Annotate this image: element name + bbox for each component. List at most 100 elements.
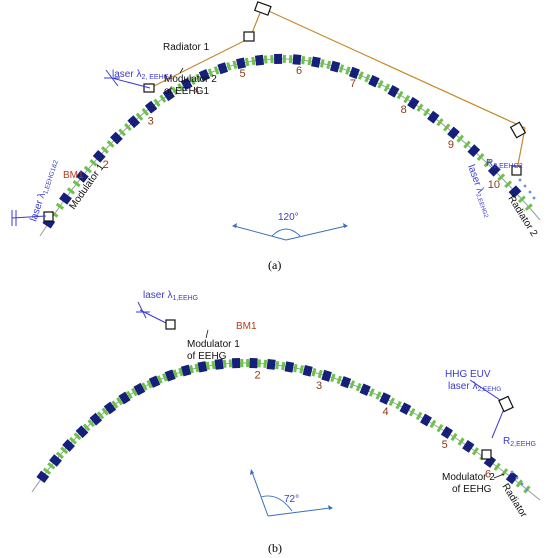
quadrupole-magnet bbox=[364, 73, 371, 83]
dipole-magnet bbox=[75, 170, 89, 183]
quadrupole-magnet bbox=[146, 379, 153, 389]
label-radiator-1: Radiator 1 bbox=[163, 42, 210, 53]
quadrupole-magnet bbox=[504, 180, 513, 189]
quadrupole-magnet bbox=[42, 467, 52, 475]
section-number: 3 bbox=[316, 380, 322, 392]
panel-a: Radiator 1 laser λ2, EEHG1 Modulator 2 o… bbox=[11, 1, 541, 272]
section-number: 9 bbox=[448, 139, 454, 151]
quadrupole-magnet bbox=[263, 359, 268, 369]
dipole-magnet bbox=[180, 77, 193, 91]
quadrupole-magnet bbox=[450, 432, 458, 442]
laser-source-icon-b bbox=[136, 301, 150, 319]
dipole-magnet bbox=[368, 74, 380, 88]
quadrupole-magnet bbox=[82, 423, 91, 432]
quadrupole-magnet bbox=[436, 118, 444, 127]
quadrupole-magnet bbox=[375, 391, 382, 400]
dipole-magnet bbox=[407, 96, 420, 110]
dipole-magnet bbox=[162, 88, 175, 102]
dipole-magnet bbox=[399, 402, 412, 415]
quadrupole-magnet bbox=[493, 462, 501, 471]
section-number: 3 bbox=[148, 115, 154, 127]
dipole-magnet bbox=[340, 376, 352, 389]
bump-magnet-right-2 bbox=[511, 165, 522, 176]
panel-b: laser λ1,EEHG BM1 Modulator 1 of EEHG HH… bbox=[31, 290, 541, 555]
quadrupole-magnet bbox=[288, 55, 293, 64]
dipole-magnet bbox=[49, 454, 62, 467]
quadrupole-magnet bbox=[131, 387, 138, 397]
dipole-magnet bbox=[348, 66, 360, 79]
quadrupole-magnet bbox=[195, 73, 202, 83]
quadrupole-magnet bbox=[83, 165, 92, 174]
quadrupole-magnet bbox=[153, 98, 161, 107]
quadrupole-magnet bbox=[177, 83, 184, 92]
quadrupole-magnet bbox=[436, 424, 444, 433]
quadrupole-magnet bbox=[463, 140, 471, 149]
quadrupole-magnet bbox=[171, 86, 179, 96]
quadrupole-magnet bbox=[383, 83, 391, 92]
quadrupole-magnet bbox=[456, 134, 464, 143]
quadrupole-magnet bbox=[377, 80, 384, 89]
dipole-magnet bbox=[148, 375, 161, 388]
section-number: 2 bbox=[103, 159, 109, 171]
dipole-magnet bbox=[447, 126, 460, 140]
quadrupole-magnet bbox=[423, 108, 431, 117]
dipole-magnet bbox=[440, 426, 453, 439]
quadrupole-magnet bbox=[207, 68, 214, 77]
quadrupole-magnet bbox=[275, 361, 280, 370]
quadrupole-magnet bbox=[497, 173, 506, 182]
quadrupole-magnet bbox=[355, 382, 362, 392]
laser-beam-2 bbox=[111, 77, 151, 89]
dipole-magnet bbox=[292, 54, 302, 65]
quadrupole-magnet bbox=[118, 128, 126, 137]
quadrupole-magnet bbox=[178, 367, 184, 377]
quadrupole-magnet bbox=[72, 179, 81, 188]
quadrupole-magnet bbox=[281, 361, 286, 371]
dipole-magnet bbox=[311, 56, 321, 68]
laser-source-icon-1 bbox=[11, 210, 17, 226]
laser-source-icon bbox=[104, 69, 120, 87]
section-number: 6 bbox=[296, 65, 302, 77]
label-modulator-1-eehg-line1: Modulator 1 bbox=[187, 339, 240, 350]
quadrupole-magnet bbox=[317, 369, 323, 379]
bump-magnet-b2 bbox=[498, 395, 514, 413]
dipole-magnet bbox=[180, 364, 192, 377]
quadrupole-magnet bbox=[408, 408, 416, 417]
quadrupole-magnet bbox=[211, 360, 216, 370]
quadrupole-magnet bbox=[194, 363, 200, 373]
label-bm1-a: BM1 bbox=[63, 170, 84, 181]
dipole-magnet bbox=[329, 60, 341, 73]
quadrupole-magnet bbox=[126, 390, 133, 400]
quadrupole-magnet bbox=[96, 411, 105, 420]
dipole-magnet bbox=[59, 192, 72, 205]
label-r2-eehg2: R2,EEHG2 bbox=[486, 158, 523, 170]
quadrupole-magnet bbox=[457, 437, 465, 446]
quadrupole-magnet bbox=[319, 59, 325, 68]
quadrupole-magnet bbox=[515, 479, 524, 488]
quadrupole-magnet bbox=[307, 56, 312, 66]
dipole-magnet bbox=[127, 115, 141, 129]
label-modulator-1-eehg-line2: of EEHG bbox=[187, 351, 227, 362]
section-number: 7 bbox=[350, 78, 356, 90]
label-laser-2: laser λ2, EEHG1 bbox=[112, 69, 173, 81]
label-modulator-2-line2: of EEHG1 bbox=[164, 86, 209, 97]
dipole-magnet bbox=[198, 69, 211, 82]
label-r2-eehg: R2,EEHG bbox=[503, 436, 536, 448]
lattice-elements-a bbox=[42, 53, 533, 229]
dipole-magnet bbox=[144, 100, 158, 114]
dipole-magnet bbox=[302, 365, 313, 377]
quadrupole-magnet bbox=[395, 400, 402, 410]
dipole-magnet bbox=[483, 455, 497, 468]
dipole-magnet bbox=[359, 383, 371, 396]
label-laser-2-eehg: laser λ2,EEHG bbox=[448, 381, 501, 393]
quadrupole-magnet bbox=[172, 369, 179, 378]
dipole-magnet bbox=[217, 62, 229, 75]
bump-magnet-2 bbox=[243, 31, 255, 42]
quadrupole-magnet bbox=[330, 373, 336, 383]
quadrupole-magnet bbox=[141, 107, 149, 116]
quadrupole-magnet bbox=[257, 359, 262, 368]
quadrupole-magnet bbox=[368, 388, 375, 397]
dipole-magnet bbox=[427, 110, 440, 124]
dipole-magnet bbox=[274, 53, 283, 64]
